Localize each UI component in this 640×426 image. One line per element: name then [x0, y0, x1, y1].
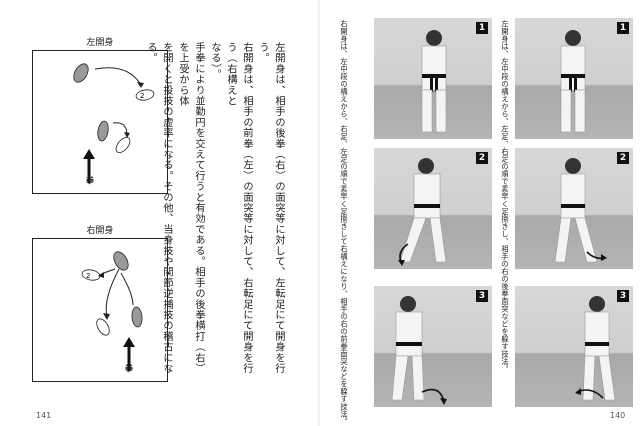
footprint-3: [97, 120, 109, 142]
left-open-body-diagram: 左開身 2 拳: [32, 38, 168, 194]
fist-arrow-head: [123, 337, 135, 347]
left-page: 左開身 2 拳 右開身: [32, 38, 284, 420]
step-badge: 3: [617, 290, 629, 302]
step-number-2: 2: [86, 272, 90, 280]
footprint-4: [115, 136, 131, 154]
footprint-1: [113, 251, 129, 271]
karateka-figure: [398, 158, 447, 266]
footprint-1: [73, 63, 89, 83]
footprint-4: [131, 306, 143, 328]
page-number: 140: [610, 411, 626, 420]
photo-left-open-step-1: 1: [515, 18, 633, 139]
step-arrow-2: [120, 272, 134, 306]
footprint-3: [96, 318, 110, 336]
step-arrow-head-2: [124, 132, 130, 138]
diagram-title: 右開身: [86, 226, 114, 236]
step-arrow-head-1: [98, 272, 104, 278]
karateka-figure: [554, 158, 607, 263]
body-text: 左開身は、相手の後拳（右）の面突等に対して、左転足にて開身を行う。 右開身は、相…: [145, 42, 284, 374]
footprint-shapes: [73, 63, 155, 154]
step-arrow-3: [105, 268, 120, 318]
footprint-shapes: [81, 251, 143, 336]
karateka-figure: [575, 296, 616, 401]
photo-right-open-step-1: 1: [374, 18, 492, 139]
diagram-title: 左開身: [86, 38, 114, 48]
page-number: 141: [36, 411, 52, 420]
step-badge: 1: [476, 22, 488, 34]
fist-label: 拳: [86, 176, 94, 185]
karateka-figure: [421, 30, 447, 133]
step-arrow-1: [94, 67, 142, 86]
photo-right-open-step-3: 3: [374, 286, 492, 407]
right-open-body-diagram: 右開身 2 拳: [32, 226, 168, 382]
photo-right-open-step-2: 2: [374, 148, 492, 269]
step-number-2: 2: [140, 92, 144, 100]
footwork-diagram-right-open: 2: [81, 251, 143, 371]
photo-left-open-step-3: 3: [515, 286, 633, 407]
step-badge: 2: [476, 152, 488, 164]
step-arrow-head-1: [137, 82, 144, 88]
photo-caption-left-open: 左開身は、左中段の構えから、左足、右足の順で素早く足捌きし、相手の右の後拳面突な…: [501, 20, 510, 373]
fist-arrow-head: [83, 149, 95, 159]
footwork-diagram-left-open: 2: [73, 63, 155, 183]
step-badge: 3: [476, 290, 488, 302]
footprint-2: [81, 269, 101, 281]
karateka-figure: [560, 30, 586, 133]
step-badge: 2: [617, 152, 629, 164]
step-badge: 1: [617, 22, 629, 34]
karateka-figure: [391, 296, 447, 405]
footprint-2: [135, 89, 155, 101]
fist-label: 拳: [125, 364, 133, 373]
step-arrow-head-3: [103, 313, 110, 320]
photo-caption-right-open: 右開身は、左中段の構えから、右足、左足の順で素早く足捌きして右構えになり、相手の…: [340, 20, 349, 425]
photo-left-open-step-2: 2: [515, 148, 633, 269]
